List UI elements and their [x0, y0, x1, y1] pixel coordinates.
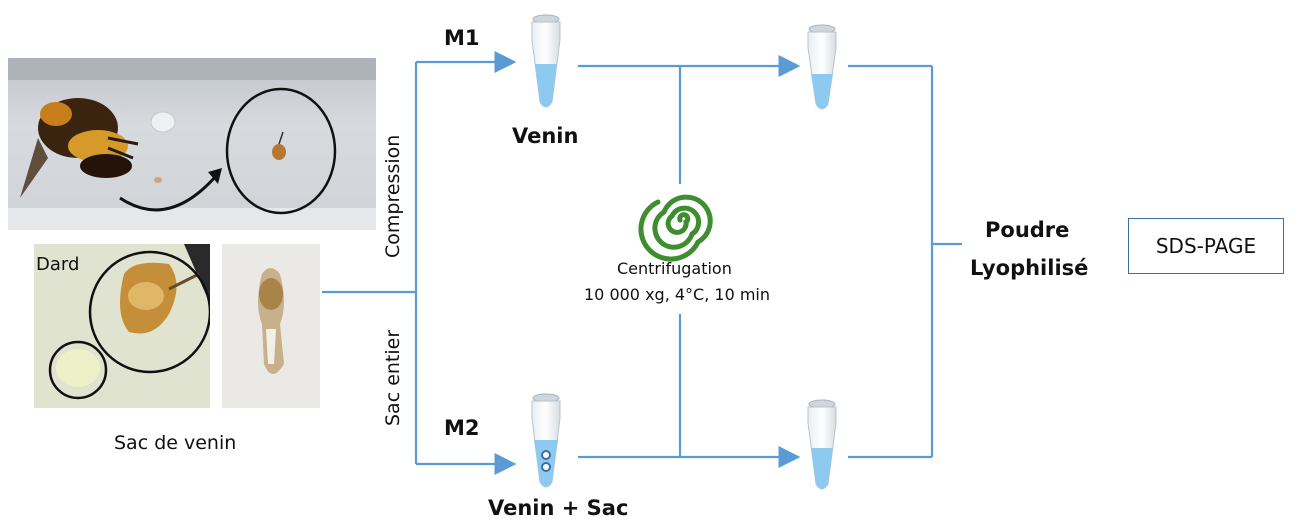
venin-label: Venin	[512, 124, 579, 148]
poudre-label: Poudre	[985, 218, 1070, 242]
venom-sac-photo	[222, 244, 320, 408]
centrifugation-title: Centrifugation	[617, 259, 732, 278]
tube-venin-icon	[531, 14, 561, 108]
compression-label: Compression	[382, 134, 404, 258]
tube-m2-centrifuged-icon	[807, 399, 837, 490]
sac-de-venin-label: Sac de venin	[114, 432, 237, 454]
stinger-photo: Dard	[34, 244, 210, 408]
m2-label: M2	[444, 416, 480, 440]
venin-sac-label: Venin + Sac	[488, 496, 629, 520]
hornet-photo	[8, 58, 376, 230]
tube-venin-sac-icon	[531, 393, 561, 488]
centrifuge-spiral-icon	[638, 184, 716, 262]
sds-page-box: SDS-PAGE	[1128, 218, 1284, 274]
lyophilise-label: Lyophilisé	[970, 256, 1089, 280]
centrifugation-params: 10 000 xg, 4°C, 10 min	[584, 285, 771, 304]
dard-label: Dard	[36, 254, 80, 275]
sac-entier-label: Sac entier	[382, 329, 404, 426]
sds-page-label: SDS-PAGE	[1155, 234, 1257, 258]
tube-m1-centrifuged-icon	[807, 24, 837, 110]
m1-label: M1	[444, 26, 480, 50]
